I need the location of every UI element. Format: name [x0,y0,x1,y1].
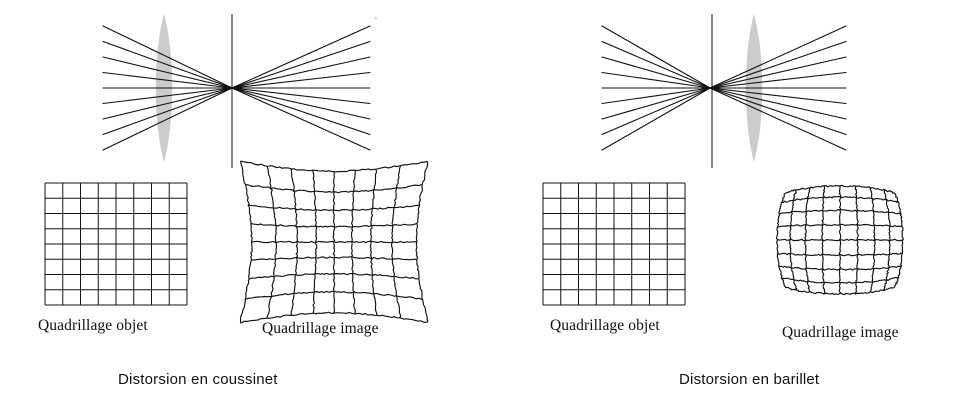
ray-line [601,40,711,89]
image-grid-label: Quadrillage image [782,324,899,341]
ray-line [231,71,371,89]
ray-line [231,40,371,89]
grid-line-vertical [391,165,402,318]
grid-line-horizontal [784,285,896,296]
ray-line [709,25,847,89]
ray-line [102,87,233,120]
grid-line-vertical [350,170,356,314]
grid-line-vertical [804,187,811,293]
grid-line-vertical [290,168,299,316]
ray-line [601,71,711,89]
ray-line [102,25,233,89]
ray-diagram-svg [102,14,371,168]
ray-line [231,87,371,120]
grid-line-horizontal [240,160,428,173]
ray-line [601,25,711,89]
grid-line-vertical [789,189,798,291]
object-grid-pincushion [36,174,196,314]
grid-line-vertical [821,185,826,295]
ray-line [601,87,711,105]
grid-line-vertical [869,187,876,293]
ray-line [709,87,847,136]
ray-line [709,87,847,151]
ray-line [709,40,847,89]
image-grid-label: Quadrillage image [262,320,379,337]
ray-line [709,56,847,89]
dust-speck-artifact [374,17,377,19]
ray-line [601,87,711,120]
ray-line [231,87,371,151]
grid-line-vertical [415,161,429,323]
grid-line-vertical [312,170,318,314]
ray-line [102,56,233,89]
ray-diagram-barrel [484,0,967,180]
ray-diagram-pincushion [0,0,483,180]
grid-line-vertical [893,192,904,287]
grid-line-vertical [239,160,253,324]
ray-diagram-svg [601,14,847,168]
grid-line-vertical [775,193,786,287]
ray-line [231,56,371,89]
panel-caption-barrel: Distorsion en barillet [679,371,820,388]
ray-line [231,87,371,105]
panel-barrel: Quadrillage objet Quadrillage image Dist… [484,0,967,417]
grid-line-vertical [266,166,278,319]
object-grid-svg [542,182,686,306]
ray-line [601,87,711,151]
ray-line [102,40,233,89]
grid-line-vertical [854,185,859,294]
grid-line-vertical [882,189,891,291]
ray-line [102,87,233,151]
image-grid-barrel [760,170,920,310]
ray-line [709,71,847,89]
grid-line-vertical [838,185,842,294]
panel-pincushion: Quadrillage objet Quadrillage image Dist… [0,0,483,417]
grid-line-vertical [369,169,378,316]
grid-line-vertical [332,171,336,314]
ray-line [102,87,233,105]
ray-line [709,87,847,120]
image-grid-pincushion [239,160,429,324]
ray-line [102,87,233,136]
ray-line [709,87,847,105]
ray-line [231,87,371,136]
panel-caption-pincushion: Distorsion en coussinet [118,371,278,388]
object-grid-barrel [534,174,694,314]
object-grid-label: Quadrillage objet [38,317,148,334]
ray-line [601,87,711,136]
image-grid-svg [775,184,904,296]
ray-line [601,56,711,89]
ray-line [231,25,371,89]
image-grid-svg [239,160,429,324]
ray-line [102,71,233,89]
object-grid-label: Quadrillage objet [550,317,660,334]
object-grid-svg [44,182,188,306]
